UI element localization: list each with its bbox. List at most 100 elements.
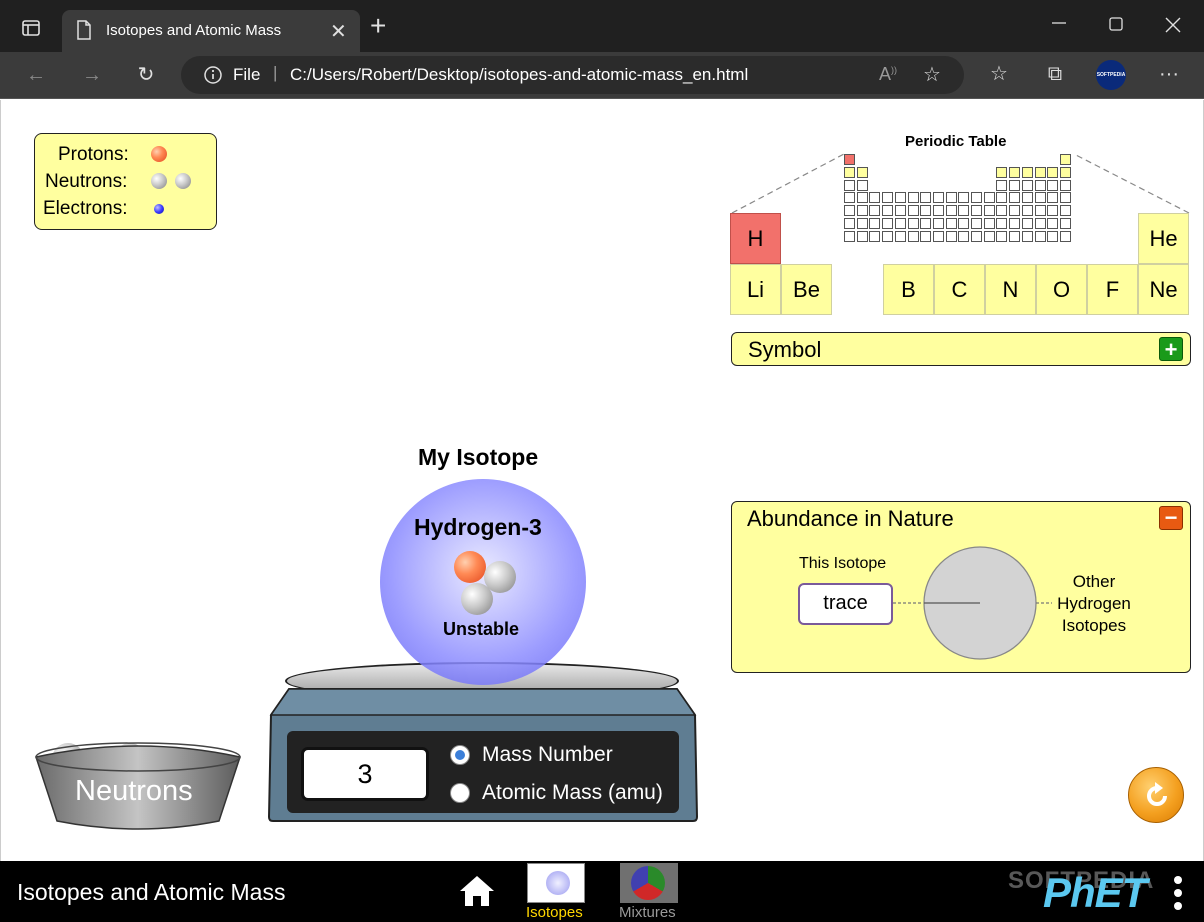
other-line-2: Hydrogen [1057, 594, 1131, 613]
mini-element-cell [958, 230, 970, 242]
tab-actions-icon[interactable] [20, 18, 42, 40]
mini-element-cell [945, 230, 957, 242]
collections-icon[interactable]: ⧉ [1047, 63, 1063, 85]
refresh-icon[interactable]: ↻ [137, 64, 155, 86]
element-symbol: Li [746, 277, 765, 302]
abundance-panel: Abundance in Nature − This Isotope trace… [731, 501, 1191, 673]
read-aloud-icon[interactable]: A)) [879, 64, 898, 84]
minimize-icon[interactable] [1050, 14, 1068, 37]
zoom-lines [731, 153, 1190, 214]
mini-element-cell [907, 218, 919, 229]
url-text[interactable]: C:/Users/Robert/Desktop/isotopes-and-ato… [290, 65, 749, 84]
tab-title: Isotopes and Atomic Mass [106, 22, 282, 39]
collapse-button[interactable]: − [1159, 506, 1183, 530]
simulation-area: Protons: Neutrons: Electrons: Periodic T… [0, 100, 1204, 861]
address-bar[interactable]: File | C:/Users/Robert/Desktop/isotopes-… [181, 56, 964, 94]
back-icon[interactable]: ← [26, 64, 46, 86]
add-favorite-icon[interactable]: ☆ [923, 64, 941, 86]
symbol-panel[interactable]: Symbol + [731, 332, 1191, 366]
profile-avatar[interactable]: SOFTPEDIA [1096, 60, 1126, 90]
mini-element-cell [882, 205, 894, 217]
mini-element-cell [1009, 230, 1021, 242]
proton [454, 551, 486, 583]
element-f[interactable]: F [1087, 264, 1138, 315]
favorites-icon[interactable]: ☆ [990, 63, 1008, 85]
scale-readout: 3 [301, 747, 429, 801]
mini-element-cell [856, 192, 868, 204]
mini-element-cell [983, 218, 995, 229]
scale: 3 Mass Number Atomic Mass (amu) [267, 685, 699, 825]
home-icon[interactable] [457, 873, 497, 914]
element-he[interactable]: He [1138, 213, 1189, 264]
mini-element-cell [1021, 166, 1033, 178]
mini-element-cell [1059, 192, 1071, 204]
close-window-icon[interactable] [1164, 16, 1182, 39]
info-icon[interactable] [203, 65, 223, 90]
mini-element-cell [856, 218, 868, 229]
phet-logo[interactable]: PhET [1043, 869, 1147, 916]
mini-element-cell [996, 166, 1008, 178]
atomic-mass-label[interactable]: Atomic Mass (amu) [482, 781, 663, 804]
element-symbol: H [747, 226, 764, 251]
mini-element-cell [1034, 218, 1046, 229]
browser-tab[interactable]: Isotopes and Atomic Mass ✕ [62, 10, 360, 52]
mini-element-cell [1021, 205, 1033, 217]
mini-element-cell [1059, 154, 1071, 165]
mini-element-cell [920, 218, 932, 229]
mini-element-cell [856, 166, 868, 178]
mass-number-radio[interactable] [450, 745, 470, 765]
close-tab-icon[interactable]: ✕ [330, 21, 347, 43]
watermark: SOFTPEDIA [1008, 867, 1155, 894]
mini-element-cell [844, 179, 855, 191]
element-h[interactable]: H [730, 213, 781, 264]
new-tab-button[interactable]: + [370, 10, 387, 41]
mini-element-cell [907, 205, 919, 217]
menu-icon[interactable] [1172, 875, 1184, 916]
mini-element-cell [1009, 179, 1021, 191]
bucket-body [35, 742, 241, 830]
mini-element-cell [971, 230, 982, 242]
more-icon[interactable]: ··· [1159, 63, 1179, 85]
mini-element-cell [894, 230, 906, 242]
screen-button-isotopes[interactable]: Isotopes [525, 863, 587, 921]
mini-element-cell [1009, 205, 1021, 217]
element-symbol: O [1052, 277, 1071, 302]
element-o[interactable]: O [1036, 264, 1087, 315]
mini-element-cell [1059, 166, 1071, 178]
plus-icon: + [1164, 337, 1178, 362]
element-ne[interactable]: Ne [1138, 264, 1189, 315]
mini-element-cell [844, 166, 855, 178]
atomic-mass-radio[interactable] [450, 783, 470, 803]
maximize-icon[interactable] [1108, 16, 1124, 37]
element-n[interactable]: N [985, 264, 1036, 315]
mini-element-cell [983, 205, 995, 217]
stability-label: Unstable [443, 619, 520, 639]
mini-element-cell [932, 230, 944, 242]
element-symbol: Be [793, 277, 820, 302]
element-b[interactable]: B [883, 264, 934, 315]
neutron-bucket[interactable]: Neutrons [33, 737, 243, 831]
element-be[interactable]: Be [781, 264, 832, 315]
mini-element-cell [907, 230, 919, 242]
browser-toolbar: ← → ↻ File | C:/Users/Robert/Desktop/iso… [0, 52, 1204, 99]
mini-element-cell [971, 205, 982, 217]
mini-element-cell [844, 154, 855, 165]
mini-element-cell [971, 192, 982, 204]
mini-element-cell [1047, 166, 1059, 178]
mass-number-label[interactable]: Mass Number [482, 743, 613, 766]
isotope-atom[interactable]: Hydrogen-3 Unstable [380, 479, 586, 685]
element-c[interactable]: C [934, 264, 985, 315]
forward-icon[interactable]: → [82, 64, 102, 86]
screen-button-mixtures[interactable]: Mixtures [618, 863, 680, 921]
mini-element-cell [1047, 230, 1059, 242]
element-li[interactable]: Li [730, 264, 781, 315]
other-line-3: Isotopes [1061, 616, 1127, 635]
legend-neutrons-label: Neutrons: [45, 171, 128, 192]
mini-element-cell [1009, 166, 1021, 178]
expand-button[interactable]: + [1159, 337, 1183, 361]
reset-button[interactable] [1128, 767, 1184, 823]
sim-title: Isotopes and Atomic Mass [17, 879, 286, 905]
neutron-icon [175, 173, 191, 189]
neutron [484, 561, 516, 593]
mini-element-cell [983, 230, 995, 242]
